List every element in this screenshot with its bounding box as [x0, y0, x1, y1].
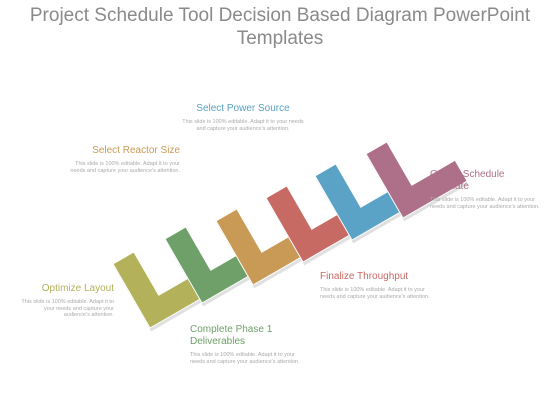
- step-1-title: Optimize Layout: [41, 283, 114, 294]
- lightbulb-icon: [352, 164, 368, 181]
- step-4-desc: This slide is 100% editable. Adapt it to…: [320, 287, 430, 300]
- title-line-2: Templates: [236, 28, 324, 49]
- bar-chart-icon: [203, 231, 217, 244]
- chevron-group: [112, 141, 469, 332]
- step-5-desc: This slide is 100% editable. Adapt it to…: [182, 119, 304, 132]
- step-3-desc: This slide is 100% editable. Adapt it to…: [70, 161, 180, 174]
- step-6-desc: This slide is 100% editable. Adapt it to…: [430, 197, 540, 210]
- chevron-step-6: [365, 141, 469, 222]
- step-label-1: Optimize Layout This slide is 100% edita…: [18, 283, 114, 319]
- step-1-desc: This slide is 100% editable. Adapt it to…: [21, 299, 114, 318]
- target-icon: [302, 187, 320, 205]
- handshake-icon: [251, 214, 271, 224]
- step-2-title: Complete Phase 1 Deliverables: [190, 324, 273, 347]
- step-2-desc: This slide is 100% editable. Adapt it to…: [190, 352, 300, 365]
- chevron-shape-6: [365, 141, 468, 219]
- step-6-title: Cost & Schedule Estimate: [430, 169, 505, 192]
- step-label-4: Finalize Throughput This slide is 100% e…: [320, 271, 432, 300]
- step-label-5: Select Power Source This slide is 100% e…: [180, 103, 306, 132]
- step-label-6: Cost & Schedule Estimate This slide is 1…: [430, 169, 542, 210]
- step-5-title: Select Power Source: [196, 103, 290, 114]
- step-4-title: Finalize Throughput: [320, 271, 409, 282]
- step-label-3: Select Reactor Size This slide is 100% e…: [70, 145, 180, 174]
- puzzle-icon: [405, 142, 421, 158]
- step-3-title: Select Reactor Size: [92, 145, 180, 156]
- gear-icon: [149, 253, 167, 271]
- title-line-1: Project Schedule Tool Decision Based Dia…: [29, 5, 531, 26]
- step-label-2: Complete Phase 1 Deliverables This slide…: [190, 324, 302, 365]
- icon-group: [149, 142, 421, 271]
- page-title: Project Schedule Tool Decision Based Dia…: [0, 4, 560, 50]
